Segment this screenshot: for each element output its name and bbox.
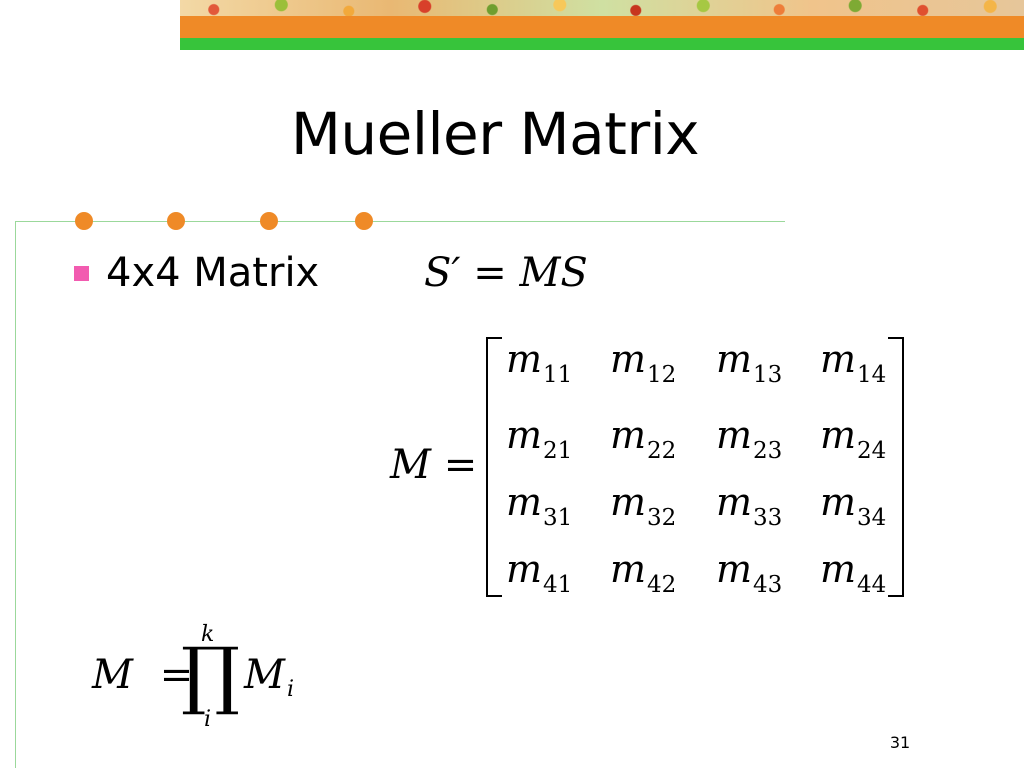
- matrix-cell: m21: [506, 413, 572, 464]
- bullet-square-icon: [74, 266, 89, 281]
- matrix-right-bracket: [888, 337, 904, 597]
- product-operator: ∏: [181, 632, 240, 718]
- eq-rhs: MS: [519, 250, 588, 296]
- matrix-cell: m12: [610, 337, 676, 388]
- matrix-cell-subscript: 34: [857, 505, 887, 531]
- matrix-cell-subscript: 44: [857, 572, 887, 598]
- matrix-cell-variable: m: [506, 547, 543, 591]
- decor-dot: [355, 212, 373, 230]
- matrix-cell: m22: [610, 413, 676, 464]
- decor-dot: [260, 212, 278, 230]
- eq-equals: =: [473, 250, 507, 296]
- matrix-equals: =: [443, 442, 478, 488]
- header-decoration-image: [180, 0, 1024, 16]
- matrix-cell-subscript: 14: [857, 362, 887, 388]
- divider-vertical: [15, 221, 16, 768]
- header-orange-stripe: [180, 16, 1024, 38]
- matrix-cell-variable: m: [820, 480, 857, 524]
- matrix-cell-variable: m: [610, 413, 647, 457]
- matrix-cell-subscript: 42: [647, 572, 677, 598]
- matrix-cell: m33: [716, 480, 782, 531]
- matrix-cell-variable: m: [506, 337, 543, 381]
- matrix-cell: m44: [820, 547, 886, 598]
- matrix-cell: m43: [716, 547, 782, 598]
- product-upper-limit: k: [201, 622, 215, 647]
- matrix-cell-subscript: 11: [543, 362, 573, 388]
- matrix-label: M =: [390, 442, 477, 488]
- matrix-cell: m42: [610, 547, 676, 598]
- matrix-cell-variable: m: [610, 337, 647, 381]
- matrix-cell-subscript: 21: [543, 438, 573, 464]
- bullet-text: 4x4 Matrix: [106, 250, 320, 296]
- slide-title: Mueller Matrix: [290, 100, 700, 168]
- matrix-cell: m34: [820, 480, 886, 531]
- matrix-cell: m13: [716, 337, 782, 388]
- matrix-cell-subscript: 24: [857, 438, 887, 464]
- matrix-cell-subscript: 33: [753, 505, 783, 531]
- divider-horizontal: [15, 221, 785, 222]
- matrix-cell: m41: [506, 547, 572, 598]
- matrix-cell-subscript: 22: [647, 438, 677, 464]
- matrix-cell: m31: [506, 480, 572, 531]
- page-number: 31: [889, 733, 911, 752]
- matrix-cell: m14: [820, 337, 886, 388]
- decor-dot: [167, 212, 185, 230]
- matrix-cell-variable: m: [716, 480, 753, 524]
- product-lower-limit: i: [204, 707, 212, 732]
- matrix-cell-variable: m: [820, 413, 857, 457]
- matrix-symbol: M: [390, 442, 431, 488]
- product-factor-symbol: M: [244, 652, 285, 698]
- matrix-cell-subscript: 43: [753, 572, 783, 598]
- matrix-cell-variable: m: [506, 413, 543, 457]
- matrix-cell-variable: m: [820, 547, 857, 591]
- matrix-cell-subscript: 13: [753, 362, 783, 388]
- header-green-stripe: [180, 38, 1024, 50]
- decor-dot: [75, 212, 93, 230]
- product-lhs-symbol: M: [92, 652, 133, 698]
- product-lhs: M =: [92, 652, 193, 698]
- matrix-left-bracket: [486, 337, 502, 597]
- matrix-cell-variable: m: [820, 337, 857, 381]
- product-factor-subscript: i: [286, 677, 295, 702]
- matrix-cell: m24: [820, 413, 886, 464]
- matrix-cell-subscript: 31: [543, 505, 573, 531]
- matrix-cell: m32: [610, 480, 676, 531]
- matrix-cell-subscript: 41: [543, 572, 573, 598]
- matrix-cell: m11: [506, 337, 572, 388]
- matrix-cell-variable: m: [506, 480, 543, 524]
- matrix-cell-subscript: 32: [647, 505, 677, 531]
- product-factor: Mi: [244, 652, 294, 702]
- matrix-cell-subscript: 23: [753, 438, 783, 464]
- product-equals: =: [159, 652, 194, 698]
- matrix-cell-variable: m: [716, 337, 753, 381]
- matrix-cell: m23: [716, 413, 782, 464]
- eq-lhs: S′: [424, 250, 461, 296]
- matrix-cell-variable: m: [716, 413, 753, 457]
- matrix-cell-variable: m: [716, 547, 753, 591]
- matrix-cell-subscript: 12: [647, 362, 677, 388]
- equation-transform: S′ = MS: [424, 250, 588, 296]
- matrix-cell-variable: m: [610, 480, 647, 524]
- matrix-cell-variable: m: [610, 547, 647, 591]
